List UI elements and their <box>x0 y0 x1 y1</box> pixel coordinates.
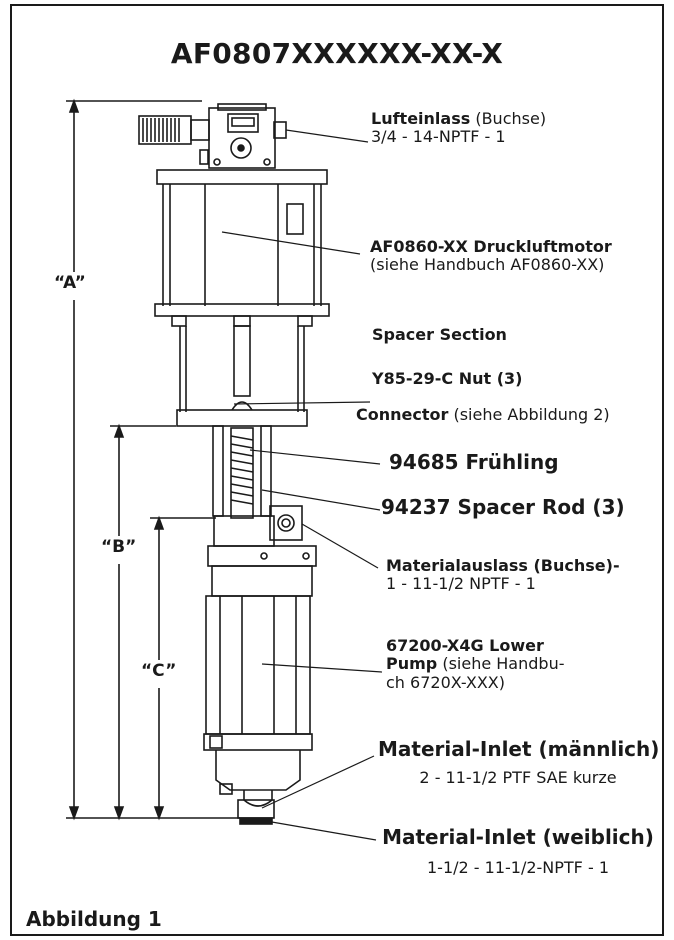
lower-pump-ref-2: ch 6720X-XXX) <box>386 672 506 692</box>
leader-lines <box>221 129 383 841</box>
nut-title: Y85-29-C Nut (3) <box>372 369 523 388</box>
air-inlet-note: (Buchse) <box>470 109 547 128</box>
material-outlet <box>269 505 303 541</box>
dimension-a-label: “A” <box>54 273 86 293</box>
air-inlet-muffler <box>138 115 287 145</box>
air-valve-block <box>199 103 276 169</box>
spring-and-rods <box>212 425 272 519</box>
model-title: AF0807XXXXXX-XX-X <box>170 37 504 70</box>
inlet-male-spec: 2 - 11-1/2 PTF SAE kurze <box>419 768 617 787</box>
dimension-c-label: “C” <box>141 661 177 681</box>
air-motor-body <box>154 169 330 327</box>
callout-spacer-section: Spacer Section <box>372 325 507 344</box>
material-inlet <box>215 750 301 825</box>
air-inlet-title: Lufteinlass <box>371 109 471 128</box>
callout-lower-pump: 67200-X4G Lower Pump (siehe Handbu- ch 6… <box>386 636 565 692</box>
air-motor-title: AF0860-XX Druckluftmotor <box>370 237 612 256</box>
dimension-c-line <box>150 515 216 821</box>
lower-pump-body <box>203 515 317 751</box>
material-outlet-spec: 1 - 11-1/2 NPTF - 1 <box>386 574 536 594</box>
spacer-section <box>176 325 308 427</box>
lower-pump-ref: (siehe Handbu- <box>437 654 565 674</box>
spacer-section-title: Spacer Section <box>372 325 507 344</box>
callout-spacer-rod: 94237 Spacer Rod (3) <box>381 496 625 519</box>
inlet-female-title: Material-Inlet (weiblich) <box>382 825 654 849</box>
callout-air-motor: AF0860-XX Druckluftmotor (siehe Handbuch… <box>370 237 612 275</box>
callout-material-outlet: Materialauslass (Buchse)- 1 - 11-1/2 NPT… <box>386 556 620 594</box>
material-outlet-title: Materialauslass (Buchse)- <box>386 556 620 575</box>
lower-pump-title-2: Pump <box>386 654 438 674</box>
callout-inlet-female: Material-Inlet (weiblich) 1-1/2 - 11-1/2… <box>378 826 658 877</box>
figure-frame <box>10 4 664 936</box>
connector-ref: (siehe Abbildung 2) <box>448 405 610 424</box>
inlet-female-spec: 1-1/2 - 11-1/2-NPTF - 1 <box>426 858 610 877</box>
callout-inlet-male: Material-Inlet (männlich) 2 - 11-1/2 PTF… <box>378 737 660 787</box>
callout-connector: Connector (siehe Abbildung 2) <box>356 405 610 424</box>
callout-spring: 94685 Frühling <box>389 451 559 474</box>
callout-nut: Y85-29-C Nut (3) <box>372 369 523 388</box>
connector-title: Connector <box>356 405 449 424</box>
figure-label: Abbildung 1 <box>26 907 162 931</box>
spacer-rod-title: 94237 Spacer Rod (3) <box>381 495 625 519</box>
air-motor-ref: (siehe Handbuch AF0860-XX) <box>370 255 605 275</box>
spring-title: 94685 Frühling <box>389 450 559 474</box>
dimension-a-line <box>66 98 240 821</box>
inlet-male-title: Material-Inlet (männlich) <box>378 737 660 761</box>
callout-air-inlet: Lufteinlass (Buchse) 3/4 - 14-NPTF - 1 <box>371 109 547 147</box>
lower-pump-title: 67200-X4G Lower <box>386 636 544 655</box>
dimension-b-label: “B” <box>101 537 137 557</box>
dimension-b-line <box>110 423 176 821</box>
air-inlet-spec: 3/4 - 14-NPTF - 1 <box>371 127 506 147</box>
